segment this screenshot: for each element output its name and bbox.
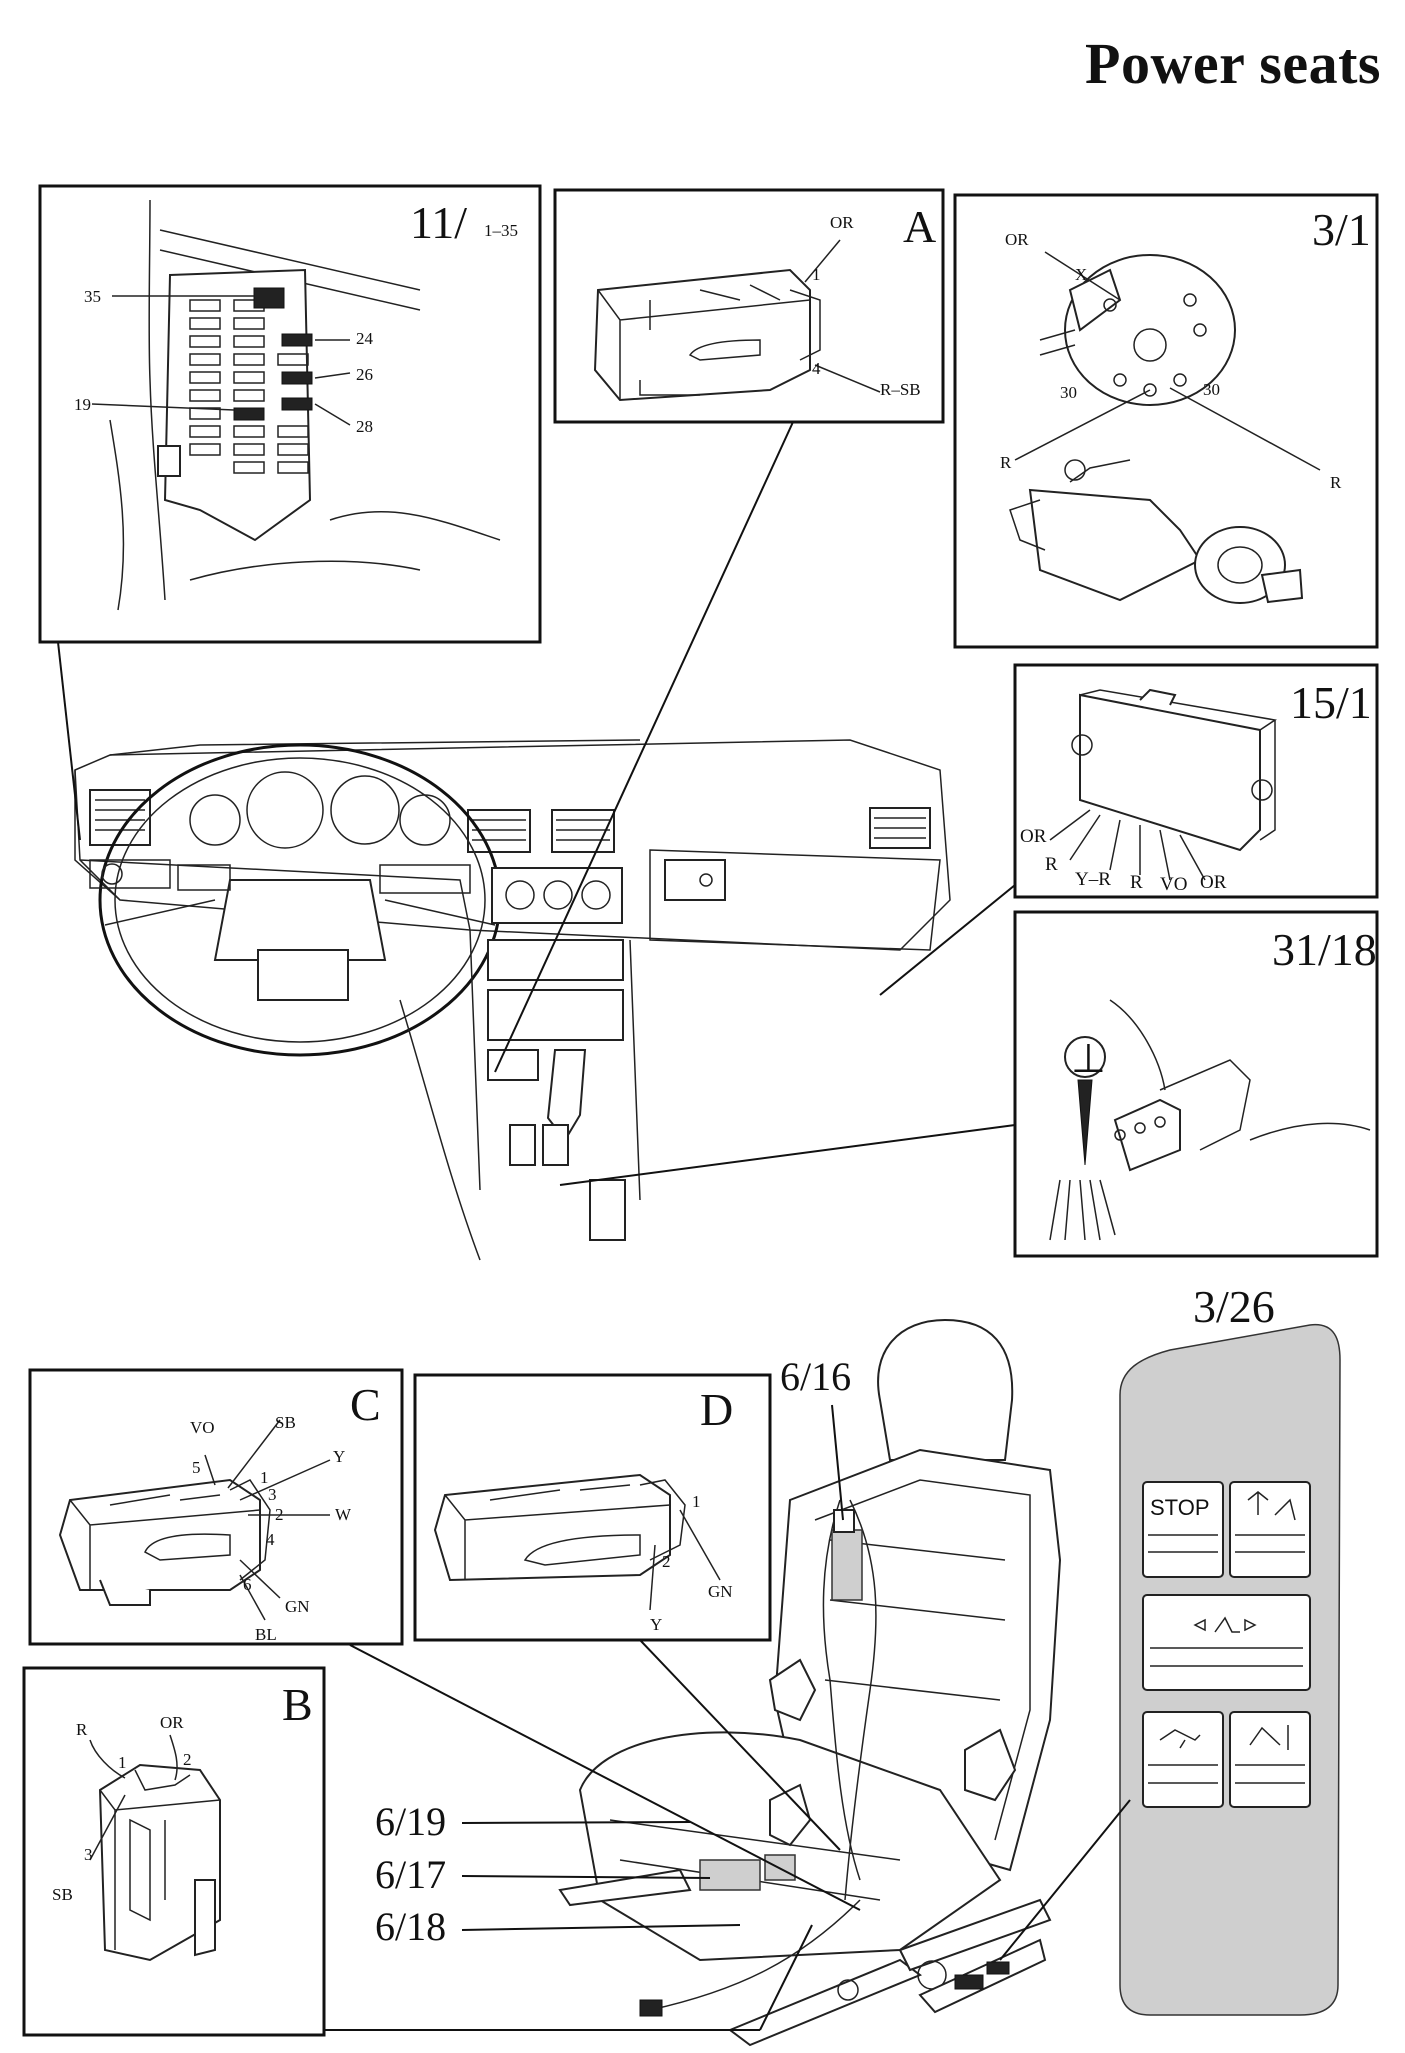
stop-button[interactable]: STOP bbox=[1142, 1481, 1224, 1578]
connector-d-panel: D 1 2 GN Y bbox=[413, 1373, 772, 1642]
connector-d-pin-1: 1 bbox=[692, 1492, 701, 1511]
ignition-pin-x: X bbox=[1075, 265, 1087, 284]
connector-c-pin-2: 2 bbox=[275, 1505, 284, 1524]
connector-c-wire-gn: GN bbox=[285, 1597, 310, 1616]
dashboard-drawing bbox=[74, 739, 951, 1261]
connector-d-wire-gn: GN bbox=[708, 1582, 733, 1601]
connector-d-pin-2: 2 bbox=[662, 1552, 671, 1571]
connector-b-pin-1: 1 bbox=[118, 1753, 127, 1772]
connector-c-wire-sb: SB bbox=[275, 1413, 296, 1432]
connector-a-wire-or: OR bbox=[830, 213, 854, 232]
seat-part-labels: 6/16 6/19 6/17 6/18 bbox=[375, 1354, 851, 1949]
fuse-box-range: 1–35 bbox=[484, 221, 518, 240]
connector-a-pin-4: 4 bbox=[812, 359, 821, 378]
connector-a-pin-1: 1 bbox=[812, 265, 821, 284]
fuse-rows bbox=[189, 287, 313, 474]
fuse-label-28: 28 bbox=[356, 417, 373, 436]
fuse-label-19: 19 bbox=[74, 395, 91, 414]
connector-c-wire-vo: VO bbox=[190, 1418, 215, 1437]
ground-point-panel: 31/18 ⊥ bbox=[1013, 910, 1379, 1258]
connector-c-id: C bbox=[350, 1379, 381, 1430]
ignition-pin-30a: 30 bbox=[1060, 383, 1077, 402]
fuse-box-id: 11/ bbox=[410, 197, 467, 248]
fuse-label-26: 26 bbox=[356, 365, 373, 384]
connector-c-pin-6: 6 bbox=[243, 1575, 252, 1594]
connector-c-panel: C VO SB 5 1 Y 3 2 W 4 6 GN BL bbox=[28, 1368, 404, 1646]
ground-point-id: 31/18 bbox=[1272, 924, 1377, 975]
connector-b-pin-2: 2 bbox=[183, 1750, 192, 1769]
connector-a-wire-rsb: R–SB bbox=[880, 380, 921, 399]
seat-label-6-19: 6/19 bbox=[375, 1799, 446, 1844]
module-wire-yr: Y–R bbox=[1075, 869, 1111, 890]
backrest-tilt-button[interactable] bbox=[1229, 1481, 1311, 1578]
ignition-wire-r-right: R bbox=[1330, 473, 1342, 492]
fuse-label-35: 35 bbox=[84, 287, 101, 306]
connector-b-pin-3: 3 bbox=[84, 1845, 93, 1864]
connector-c-pin-5: 5 bbox=[192, 1458, 201, 1477]
connector-c-wire-bl: BL bbox=[255, 1625, 277, 1644]
control-module-id: 15/1 bbox=[1290, 677, 1372, 728]
connector-a-id: A bbox=[903, 201, 936, 252]
connector-b-wire-or: OR bbox=[160, 1713, 184, 1732]
ignition-wire-r-left: R bbox=[1000, 453, 1012, 472]
control-module-panel: 15/1 OR R Y–R R VO OR bbox=[1013, 663, 1379, 899]
connector-d-id: D bbox=[700, 1384, 733, 1435]
connector-b-panel: B R OR 1 2 3 SB bbox=[22, 1666, 326, 2037]
ignition-pin-30b: 30 bbox=[1203, 380, 1220, 399]
seat-label-6-17: 6/17 bbox=[375, 1852, 446, 1897]
connector-c-wire-w: W bbox=[335, 1505, 352, 1524]
fuse-label-24: 24 bbox=[356, 329, 374, 348]
module-wire-r2: R bbox=[1130, 872, 1143, 893]
control-panel-id: 3/26 bbox=[1193, 1281, 1275, 1332]
ignition-switch-id: 3/1 bbox=[1312, 204, 1371, 255]
ignition-switch-panel: 3/1 OR X 30 30 R R bbox=[953, 193, 1379, 649]
seat-label-6-16: 6/16 bbox=[780, 1354, 851, 1399]
connector-c-wire-y: Y bbox=[333, 1447, 345, 1466]
ground-symbol: ⊥ bbox=[1071, 1036, 1106, 1081]
fuse-box-panel: 11/ 1–35 bbox=[38, 184, 542, 644]
seat-label-6-18: 6/18 bbox=[375, 1904, 446, 1949]
connector-b-id: B bbox=[282, 1679, 313, 1730]
module-wire-or2: OR bbox=[1200, 872, 1227, 893]
page-title: Power seats bbox=[1085, 31, 1381, 96]
seat-forward-back-button[interactable] bbox=[1142, 1594, 1311, 1691]
connector-b-wire-r: R bbox=[76, 1720, 88, 1739]
module-wire-vo: VO bbox=[1160, 874, 1187, 895]
leader-lines-upper bbox=[57, 421, 1016, 1186]
connector-b-wire-sb: SB bbox=[52, 1885, 73, 1904]
module-wire-r: R bbox=[1045, 854, 1058, 875]
module-wire-or: OR bbox=[1020, 826, 1047, 847]
stop-button-label: STOP bbox=[1150, 1495, 1210, 1520]
connector-d-wire-y: Y bbox=[650, 1615, 662, 1634]
connector-c-pin-1: 1 bbox=[260, 1468, 269, 1487]
seat-control-panel: 3/26 STOP bbox=[1119, 1281, 1341, 2016]
connector-c-pin-3: 3 bbox=[268, 1485, 277, 1504]
connector-c-pin-4: 4 bbox=[266, 1530, 275, 1549]
power-seat-drawing bbox=[558, 1318, 1062, 2047]
leader-lines-lower bbox=[324, 1639, 1131, 2031]
ignition-wire-or: OR bbox=[1005, 230, 1029, 249]
seat-front-height-button[interactable] bbox=[1142, 1711, 1224, 1808]
connector-a-panel: A OR 1 4 R–SB bbox=[553, 188, 945, 424]
seat-rear-height-button[interactable] bbox=[1229, 1711, 1311, 1808]
